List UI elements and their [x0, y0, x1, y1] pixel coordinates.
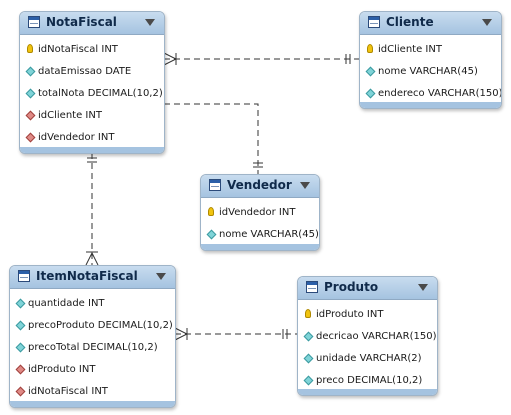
table-icon: [28, 16, 40, 28]
attribute-icon: [303, 331, 314, 342]
column-label: nome VARCHAR(45): [378, 66, 478, 77]
table-icon: [368, 16, 380, 28]
column-row[interactable]: endereco VARCHAR(150): [360, 83, 501, 105]
attribute-icon: [15, 298, 26, 309]
entity-cliente[interactable]: Cliente idCliente INT nome VARCHAR(45) e…: [359, 11, 502, 109]
column-row[interactable]: idVendedor INT: [20, 127, 164, 149]
column-row[interactable]: unidade VARCHAR(2): [298, 348, 437, 370]
attribute-icon: [365, 66, 376, 77]
attribute-icon: [15, 320, 26, 331]
column-label: nome VARCHAR(45): [219, 229, 319, 240]
entity-header[interactable]: ItemNotaFiscal: [10, 266, 175, 289]
onemark-cliente: [345, 54, 351, 64]
column-row[interactable]: idCliente INT: [20, 105, 164, 127]
dropdown-arrow-icon[interactable]: [418, 284, 428, 291]
primary-key-icon: [208, 207, 214, 216]
column-label: idProduto INT: [316, 309, 384, 320]
column-row[interactable]: dataEmissao DATE: [20, 61, 164, 83]
entity-vendedor[interactable]: Vendedor idVendedor INT nome VARCHAR(45): [200, 174, 320, 251]
foreign-key-icon: [15, 386, 26, 397]
column-label: idNotaFiscal INT: [38, 44, 118, 55]
primary-key-icon: [305, 309, 311, 318]
entity-title: NotaFiscal: [46, 15, 117, 29]
rel-notafiscal-vendedor: [164, 103, 259, 174]
entity-title: ItemNotaFiscal: [36, 269, 138, 283]
entity-header[interactable]: Cliente: [360, 12, 501, 35]
entity-footer: [298, 389, 437, 395]
entity-title: Vendedor: [227, 178, 292, 192]
foreign-key-icon: [25, 110, 36, 121]
entity-header[interactable]: NotaFiscal: [20, 12, 164, 35]
crowfoot-notafiscal-cliente: [163, 52, 178, 66]
column-label: totalNota DECIMAL(10,2): [38, 88, 163, 99]
attribute-icon: [25, 88, 36, 99]
column-label: dataEmissao DATE: [38, 66, 132, 77]
column-label: quantidade INT: [28, 298, 105, 309]
column-label: preco DECIMAL(10,2): [316, 375, 423, 386]
entity-title: Produto: [324, 280, 379, 294]
column-row[interactable]: idProduto INT: [298, 304, 437, 326]
entity-notafiscal[interactable]: NotaFiscal idNotaFiscal INT dataEmissao …: [19, 11, 165, 154]
crowfoot-itemnotafiscal-right: [174, 327, 189, 341]
entity-produto[interactable]: Produto idProduto INT decricao VARCHAR(1…: [297, 276, 438, 396]
attribute-icon: [303, 353, 314, 364]
column-row[interactable]: decricao VARCHAR(150): [298, 326, 437, 348]
column-row[interactable]: totalNota DECIMAL(10,2): [20, 83, 164, 105]
column-row[interactable]: quantidade INT: [10, 293, 175, 315]
entity-title: Cliente: [386, 15, 434, 29]
dropdown-arrow-icon[interactable]: [156, 273, 166, 280]
table-icon: [209, 179, 221, 191]
primary-key-icon: [367, 44, 373, 53]
entity-itemnotafiscal[interactable]: ItemNotaFiscal quantidade INT precoProdu…: [9, 265, 176, 408]
column-label: idProduto INT: [28, 364, 96, 375]
column-row[interactable]: precoProduto DECIMAL(10,2): [10, 315, 175, 337]
entity-footer: [10, 401, 175, 407]
column-row[interactable]: preco DECIMAL(10,2): [298, 370, 437, 392]
column-label: precoProduto DECIMAL(10,2): [28, 320, 173, 331]
dropdown-arrow-icon[interactable]: [145, 19, 155, 26]
column-label: idVendedor INT: [219, 207, 296, 218]
foreign-key-icon: [15, 364, 26, 375]
column-row[interactable]: idNotaFiscal INT: [10, 381, 175, 403]
column-row[interactable]: precoTotal DECIMAL(10,2): [10, 337, 175, 359]
column-label: decricao VARCHAR(150): [316, 331, 437, 342]
column-label: idNotaFiscal INT: [28, 386, 108, 397]
column-row[interactable]: idNotaFiscal INT: [20, 39, 164, 61]
attribute-icon: [303, 375, 314, 386]
column-row[interactable]: idProduto INT: [10, 359, 175, 381]
foreign-key-icon: [25, 132, 36, 143]
onemark-notafiscal: [87, 157, 97, 163]
column-label: idCliente INT: [378, 44, 442, 55]
dropdown-arrow-icon[interactable]: [300, 182, 310, 189]
onemark-vendedor: [253, 162, 263, 168]
crowfoot-itemnotafiscal-top: [85, 251, 99, 266]
column-label: idVendedor INT: [38, 132, 115, 143]
column-label: endereco VARCHAR(150): [378, 88, 502, 99]
column-label: precoTotal DECIMAL(10,2): [28, 342, 158, 353]
entity-footer: [360, 102, 501, 108]
table-icon: [18, 270, 30, 282]
dropdown-arrow-icon[interactable]: [482, 19, 492, 26]
primary-key-icon: [27, 44, 33, 53]
table-icon: [306, 281, 318, 293]
entity-header[interactable]: Produto: [298, 277, 437, 300]
onemark-produto: [282, 329, 288, 339]
attribute-icon: [365, 88, 376, 99]
attribute-icon: [25, 66, 36, 77]
column-row[interactable]: nome VARCHAR(45): [360, 61, 501, 83]
column-label: unidade VARCHAR(2): [316, 353, 422, 364]
column-row[interactable]: nome VARCHAR(45): [201, 224, 319, 246]
entity-header[interactable]: Vendedor: [201, 175, 319, 198]
entity-footer: [201, 244, 319, 250]
column-row[interactable]: idVendedor INT: [201, 202, 319, 224]
attribute-icon: [206, 229, 217, 240]
column-label: idCliente INT: [38, 110, 102, 121]
column-row[interactable]: idCliente INT: [360, 39, 501, 61]
attribute-icon: [15, 342, 26, 353]
entity-footer: [20, 147, 164, 153]
